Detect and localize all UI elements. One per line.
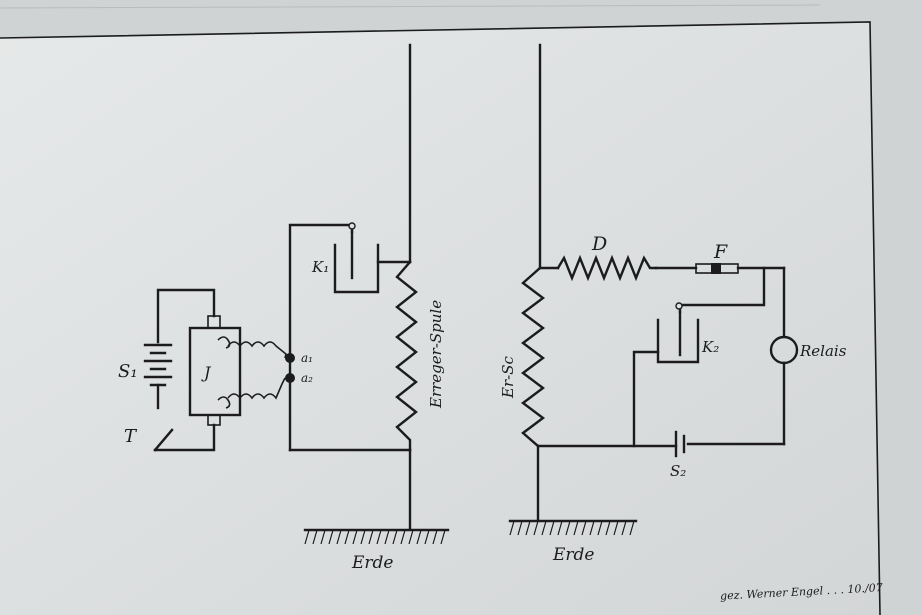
resistor-d [556, 254, 658, 282]
key-t-label: T [124, 426, 138, 447]
relay-label: Relais [799, 342, 847, 360]
right-ground-hatching [509, 520, 635, 536]
condenser-k2-cup [656, 318, 700, 364]
interrupter-spiral-bottom [217, 396, 231, 409]
condenser-k2-terminal [675, 302, 683, 310]
interrupter-spiral-top [217, 336, 231, 349]
battery-s1-top-wire [156, 288, 216, 344]
receiver-coil-label: Er-Sc [499, 356, 517, 399]
terminal-a2-label: a₂ [301, 371, 313, 385]
terminal-a1-label: a₁ [301, 351, 313, 365]
left-ground-hatching [304, 529, 446, 545]
interrupter-label: J [201, 363, 212, 382]
condenser-k1-label: K₁ [311, 258, 329, 276]
condenser-k2-label: K₂ [701, 338, 719, 356]
resistor-d-label: D [591, 233, 607, 255]
coherer-f-core [711, 263, 721, 274]
left-ground-label: Erde [351, 553, 393, 573]
condenser-k2-side-wire [632, 350, 660, 448]
battery-s1-label: S₁ [118, 361, 138, 382]
key-t-lever [153, 428, 174, 452]
top-edge-line [0, 4, 821, 9]
terminal-a2 [285, 373, 295, 383]
key-t-wire [153, 423, 216, 452]
sheet-border [0, 21, 881, 615]
coil-lead-a2 [227, 377, 286, 400]
coil-lead-a1 [227, 341, 287, 359]
condenser-k1-cup [333, 243, 380, 294]
exciter-coil [395, 260, 418, 452]
exciter-coil-label: Erreger-Spule [427, 300, 445, 409]
battery-s2 [674, 430, 686, 458]
terminal-a1 [285, 353, 295, 363]
condenser-k1-terminal [348, 222, 356, 230]
right-ground-label: Erde [552, 545, 594, 565]
coherer-f-label: F [713, 241, 728, 263]
paper-sheet [0, 22, 880, 615]
battery-s2-label: S₂ [670, 462, 686, 480]
battery-s1 [143, 343, 173, 387]
receiver-coil [521, 266, 545, 448]
